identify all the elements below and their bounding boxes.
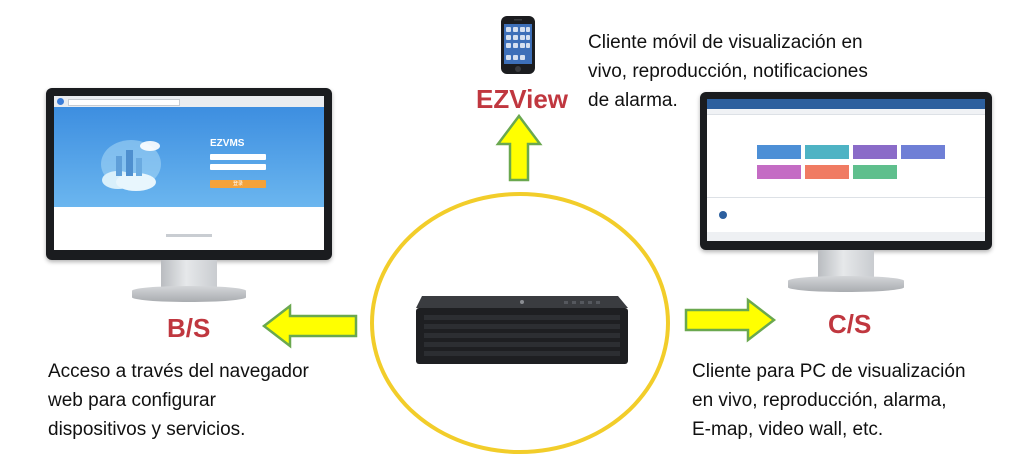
ezview-desc-line: de alarma. — [588, 90, 678, 111]
bs-app-title: EZVMS — [210, 138, 245, 149]
cs-label: C/S — [828, 309, 872, 339]
ezview-description: Cliente móvil de visualización en vivo, … — [588, 28, 948, 115]
cs-monitor — [700, 92, 992, 312]
cs-description: Cliente para PC de visualización en vivo… — [692, 357, 1022, 444]
cs-desc-line: E-map, video wall, etc. — [692, 419, 884, 440]
bs-username-field — [210, 154, 266, 160]
arrow-right-icon — [684, 297, 777, 343]
bs-description: Acceso a través del navegador web para c… — [48, 357, 368, 444]
bs-desc-line: web para configurar — [48, 390, 216, 411]
bs-label: B/S — [167, 313, 211, 343]
nvr-device — [414, 288, 630, 366]
center-circle — [370, 192, 670, 454]
bs-monitor: EZVMS 登录 — [46, 88, 332, 308]
phone-icon — [500, 15, 536, 75]
ezview-desc-line: vivo, reproducción, notificaciones — [588, 61, 868, 82]
cs-desc-line: Cliente para PC de visualización — [692, 361, 966, 382]
bs-password-field — [210, 164, 266, 170]
ezview-label: EZView — [476, 84, 569, 114]
bs-desc-line: dispositivos y servicios. — [48, 419, 246, 440]
cloud-illustration — [96, 134, 166, 192]
cs-screen — [707, 99, 985, 241]
arrow-left-icon — [261, 303, 358, 349]
bs-screen: EZVMS 登录 — [54, 96, 324, 250]
bs-desc-line: Acceso a través del navegador — [48, 361, 309, 382]
bs-login-button: 登录 — [210, 180, 266, 188]
ezview-desc-line: Cliente móvil de visualización en — [588, 32, 863, 53]
arrow-up-icon — [495, 113, 543, 182]
cs-desc-line: en vivo, reproducción, alarma, — [692, 390, 947, 411]
